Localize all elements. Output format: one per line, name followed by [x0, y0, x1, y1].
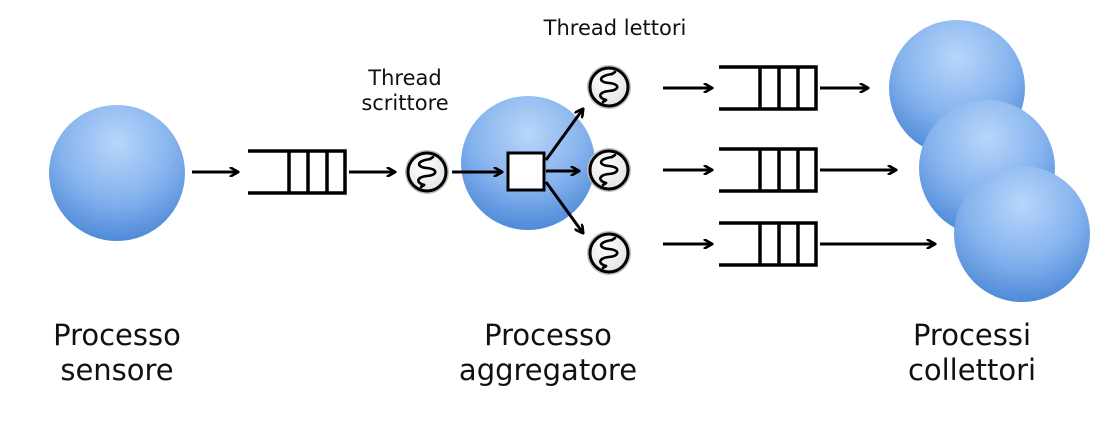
thread-lettori-text: Thread lettori	[543, 16, 687, 40]
reader-thread-icon-3	[585, 229, 633, 277]
thread-scrittore-line2: scrittore	[361, 91, 449, 116]
dispatcher-square-icon	[506, 151, 546, 192]
arrow-dispatcher-to-reader-3	[544, 181, 583, 233]
thread-scrittore-line1: Thread	[368, 66, 442, 90]
reader-thread-icon-1	[585, 63, 633, 111]
arrow-dispatcher-to-reader-1	[544, 109, 583, 161]
processo-aggregatore-line2: aggregatore	[458, 352, 638, 387]
collector-process-circle-3	[954, 166, 1090, 302]
processi-collettori-line2: collettori	[907, 352, 1037, 387]
reader-thread-icon-2	[585, 146, 633, 194]
processo-aggregatore-label: Processo aggregatore	[438, 318, 658, 388]
thread-lettori-label: Thread lettori	[520, 16, 710, 41]
writer-thread-icon	[403, 148, 451, 196]
thread-scrittore-label: Thread scrittore	[345, 66, 465, 116]
processo-sensore-line2: sensore	[60, 352, 174, 387]
sensor-process-circle	[49, 105, 185, 241]
processi-collettori-line1: Processi	[912, 318, 1032, 352]
input-queue-icon	[246, 149, 347, 195]
processo-sensore-label: Processo sensore	[27, 318, 207, 388]
processo-sensore-line1: Processo	[53, 318, 181, 352]
output-queue-icon-1	[717, 65, 818, 111]
output-queue-icon-2	[717, 147, 818, 193]
output-queue-icon-3	[717, 221, 818, 267]
processi-collettori-label: Processi collettori	[872, 318, 1072, 388]
processo-aggregatore-line1: Processo	[484, 318, 612, 352]
